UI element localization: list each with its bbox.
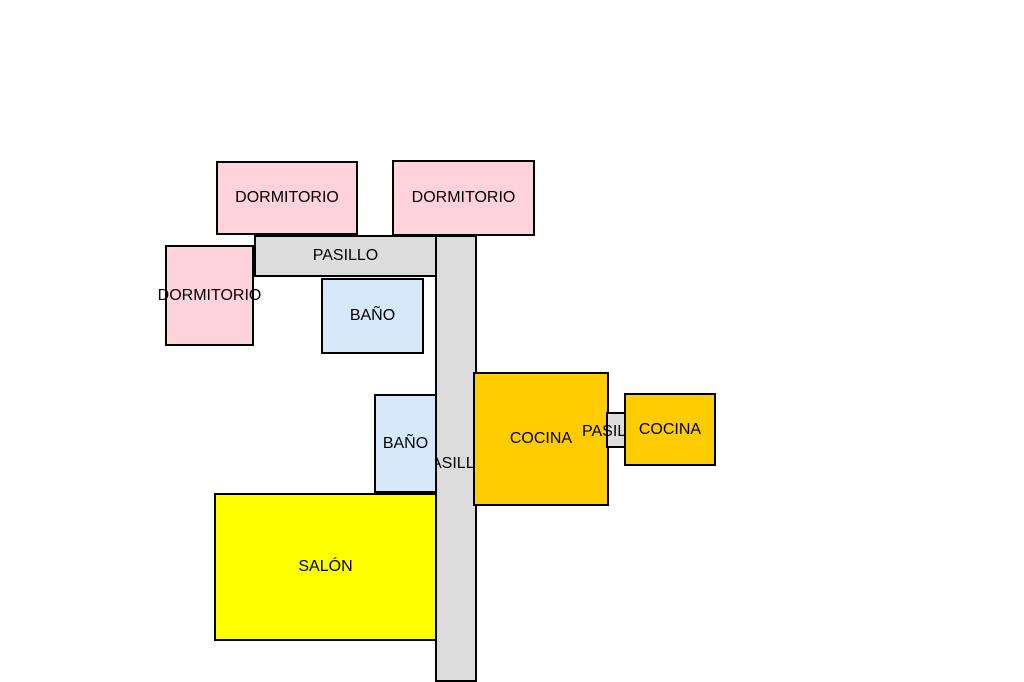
room-label: DORMITORIO bbox=[411, 189, 516, 206]
room-label: PASIL bbox=[582, 423, 627, 440]
room-label: COCINA bbox=[509, 430, 573, 447]
room-label: SALÓN bbox=[298, 558, 353, 575]
room-label: DORMITORIO bbox=[157, 286, 262, 304]
room-label: BAÑO bbox=[382, 434, 429, 452]
room-dormitorio-3: DORMITORIO bbox=[158, 245, 261, 346]
room-label: COCINA bbox=[638, 420, 702, 438]
room-cocina-1: COCINA bbox=[473, 372, 609, 506]
room-bano-1: BAÑO bbox=[321, 278, 424, 354]
room-bano-2: BAÑO bbox=[374, 394, 437, 493]
room-pasillo-vertical: ASILL bbox=[435, 235, 477, 682]
room-dormitorio-1: DORMITORIO bbox=[216, 161, 358, 235]
room-pasillo-small: PASIL bbox=[582, 412, 627, 448]
room-dormitorio-2: DORMITORIO bbox=[392, 160, 535, 236]
room-label: PASILLO bbox=[312, 247, 379, 264]
room-pasillo-top: PASILLO bbox=[254, 235, 437, 277]
room-salon: SALÓN bbox=[214, 493, 437, 641]
room-cocina-2: COCINA bbox=[624, 393, 716, 466]
room-label: BAÑO bbox=[349, 307, 396, 324]
room-label: DORMITORIO bbox=[235, 189, 339, 206]
room-label: ASILL bbox=[435, 455, 475, 472]
